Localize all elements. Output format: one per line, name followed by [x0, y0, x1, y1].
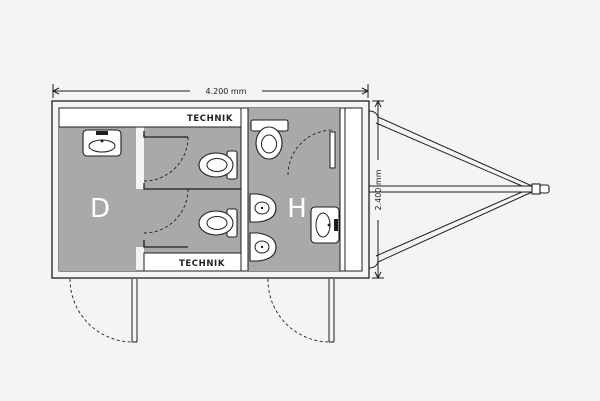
trailer-drawbar [368, 110, 550, 269]
toilet-icon [198, 208, 238, 238]
stall-door-2 [143, 188, 189, 234]
men-partition [329, 131, 336, 169]
women-entrance-door [69, 278, 138, 343]
men-washbasin-icon [310, 206, 340, 244]
men-inner-door [287, 129, 334, 176]
toilet-icon [250, 119, 289, 160]
outer-wall [51, 100, 370, 279]
women-room-floor [59, 127, 144, 271]
urinal-icon [249, 232, 277, 262]
technik-bottom-label: TECHNIK [179, 259, 225, 269]
women-washbasin-icon [82, 129, 122, 157]
width-dimension: 4.200 mm [51, 84, 370, 98]
women-partitions [143, 131, 241, 248]
technik-bottom-room: TECHNIK [143, 252, 242, 272]
center-wall [240, 107, 249, 272]
stall-door-1 [143, 136, 189, 182]
women-room-label: D [90, 194, 110, 224]
width-dimension-label: 4.200 mm [205, 87, 246, 96]
urinal-icon [249, 193, 277, 223]
technik-top-label: TECHNIK [187, 114, 233, 124]
toilet-icon [198, 150, 238, 180]
depth-dimension: 2.400 mm [372, 99, 384, 280]
technik-top-room: TECHNIK [58, 107, 242, 128]
depth-dimension-label: 2.400 mm [374, 169, 383, 210]
men-entrance-door [267, 278, 335, 343]
men-room-label: H [287, 194, 307, 224]
duct-wall [339, 107, 363, 272]
